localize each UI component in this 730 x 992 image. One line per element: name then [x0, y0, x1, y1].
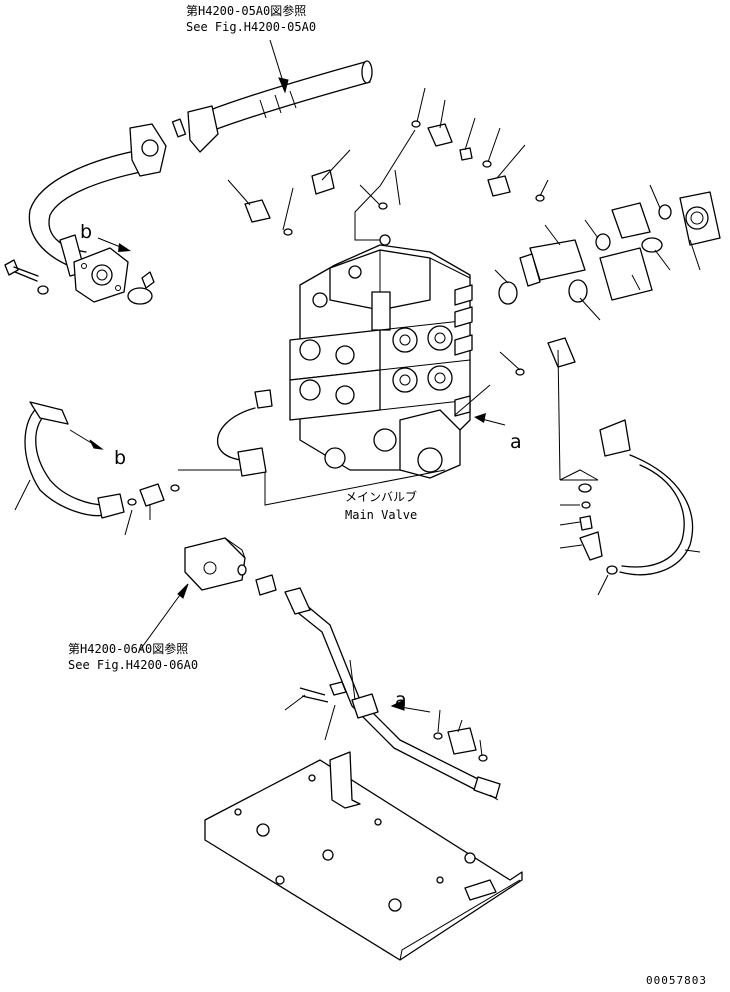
o-ring-left [127, 271, 155, 305]
left-lower-hose [24, 401, 180, 519]
connection-mark-b-lower: b [114, 447, 127, 469]
lower-block-arrow [139, 583, 189, 651]
top-reference-en: See Fig.H4200-05A0 [186, 20, 317, 34]
upper-pressure-hose [171, 60, 373, 153]
sensor-harness [217, 389, 273, 477]
connection-mark-a-lower: a [395, 689, 407, 711]
lower-hose [284, 587, 501, 799]
connection-mark-a-right: a [510, 431, 522, 453]
top-reference-jp: 第H4200-05A0図参照 [186, 4, 307, 18]
split-flange [73, 247, 129, 303]
main-valve-label-jp: メインバルブ [345, 490, 418, 504]
valve-top-leaders [227, 87, 549, 241]
right-hose [579, 419, 694, 576]
right-leaders [454, 184, 701, 416]
left-reference-jp: 第H4200-06A0図参照 [68, 642, 189, 656]
mounting-plate [204, 751, 523, 961]
main-valve-body [289, 234, 473, 479]
main-valve-label-en: Main Valve [345, 508, 418, 522]
right-fittings [498, 191, 721, 376]
drawing-number: 00057803 [646, 974, 707, 987]
left-lower-leaders [14, 429, 446, 536]
left-reference-en: See Fig.H4200-06A0 [68, 658, 199, 672]
lower-block [184, 537, 277, 596]
connection-mark-b-upper: b [80, 221, 93, 243]
flange-bolt [4, 259, 49, 295]
upper-leader-arrow [269, 39, 289, 94]
right-hose-small-parts [557, 349, 701, 596]
valve-top-fittings [244, 120, 545, 236]
lower-hose-leaders [284, 659, 499, 801]
